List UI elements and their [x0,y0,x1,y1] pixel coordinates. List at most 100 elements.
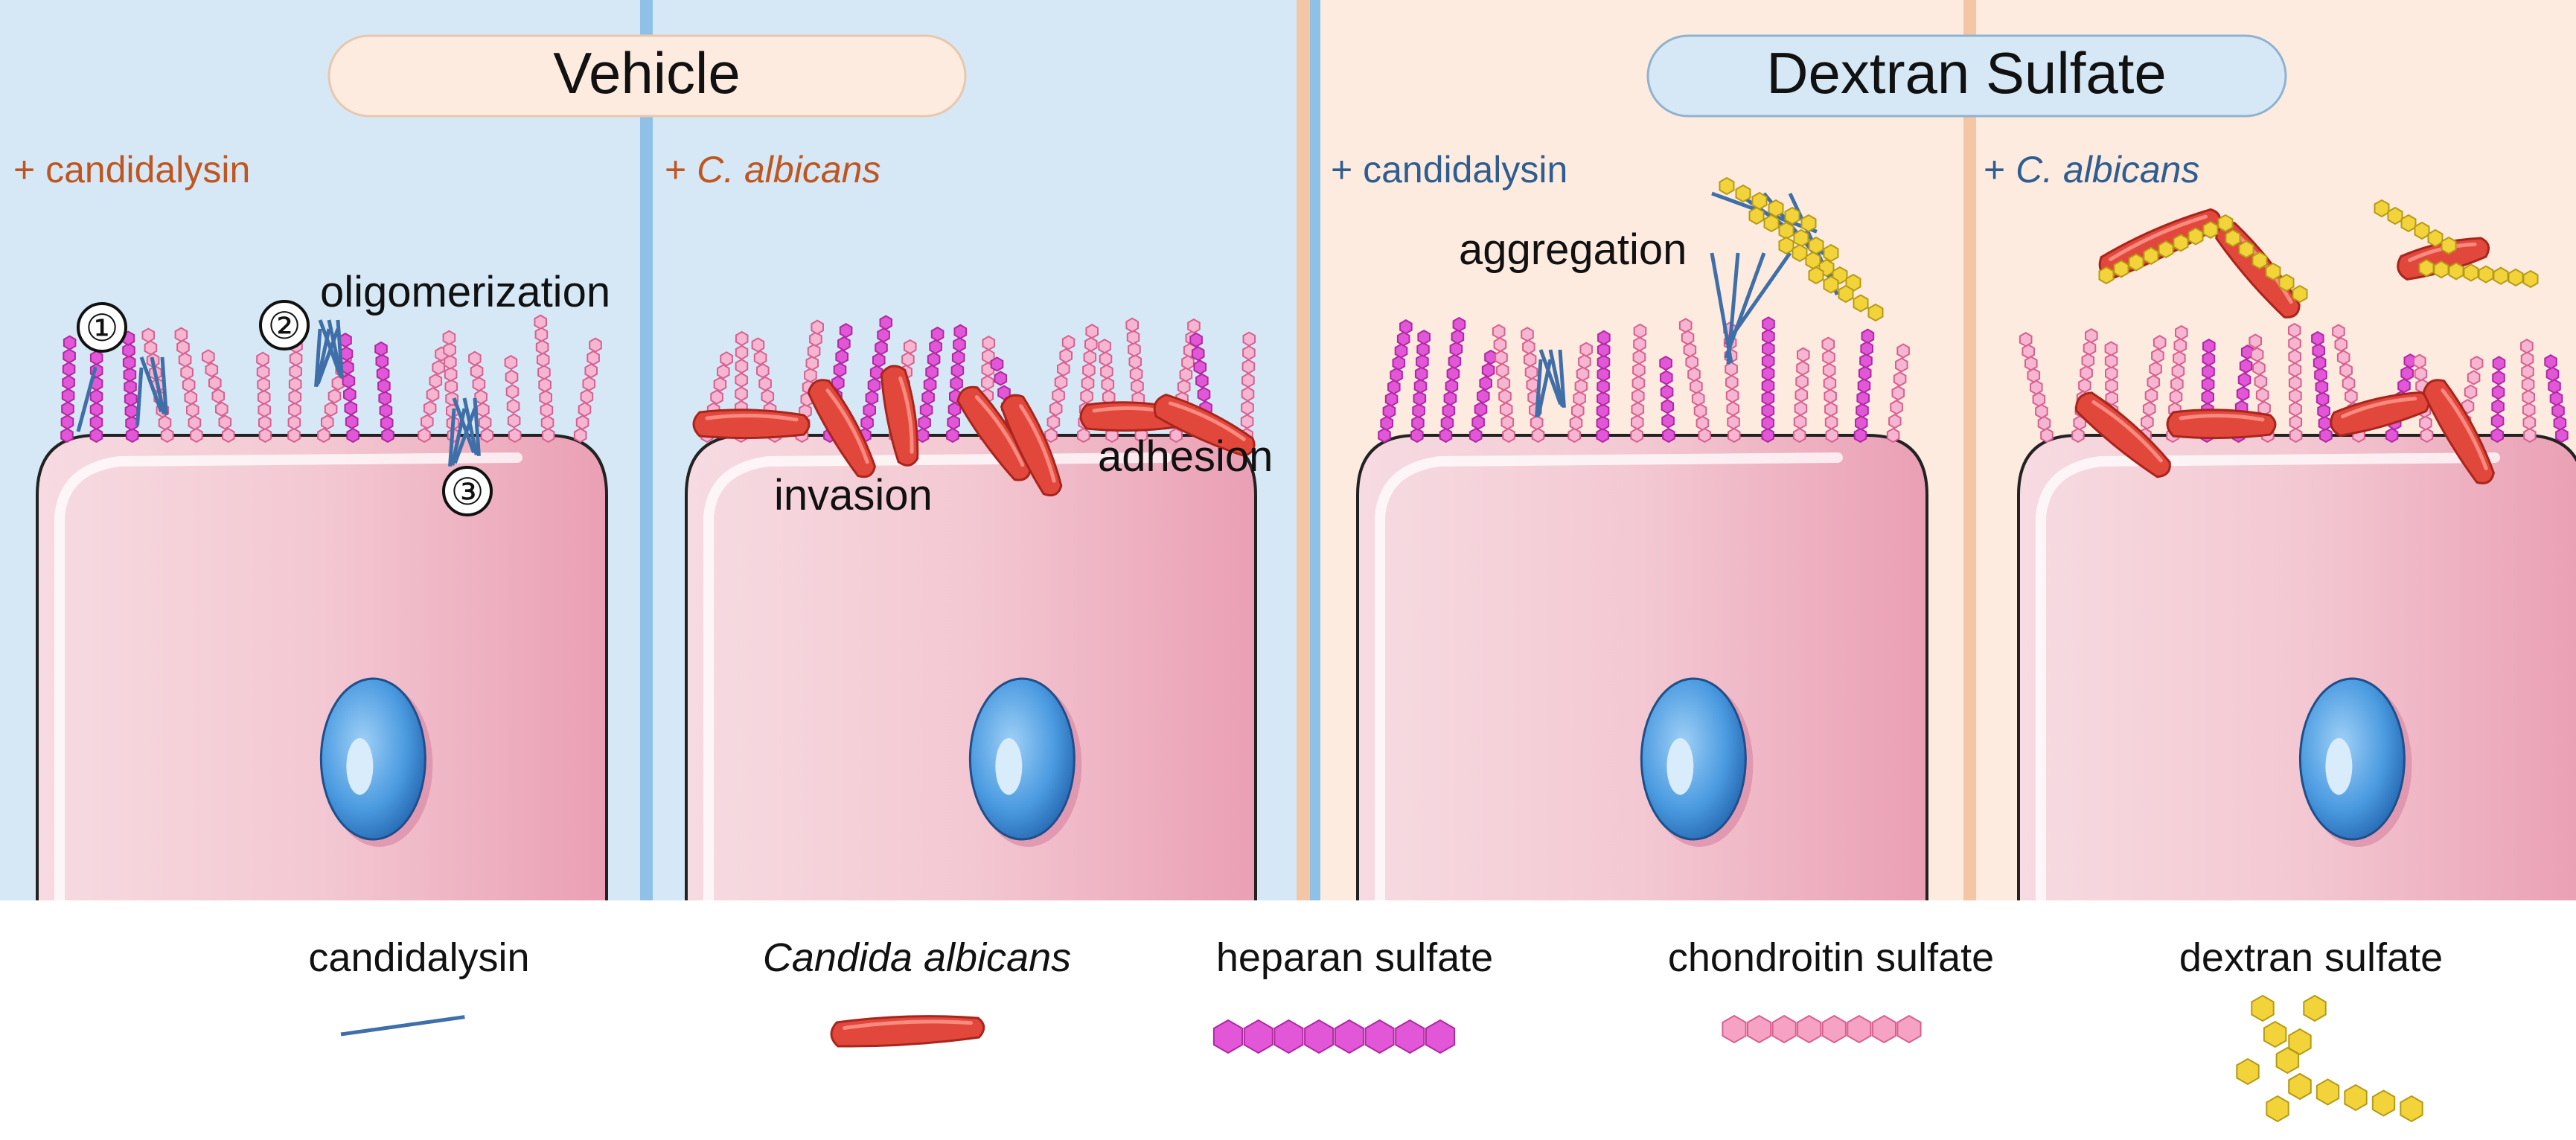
nucleus-icon [2298,677,2406,841]
candidalysin-peptide [1548,349,1565,407]
heparan-sulfate-chain [1378,319,1413,443]
candida-hypha-icon [830,1015,985,1048]
heparan-sulfate-chain [2311,330,2333,443]
candidalysin-peptide [1558,349,1566,408]
candida-hypha [1000,394,1063,497]
nucleus-icon [968,677,1076,841]
legend-label-chondroitin: chondroitin sulfate [1668,935,1994,980]
heparan-sulfate-chain [946,324,968,443]
chondroitin-sulfate-chain [1567,342,1593,443]
legend: candidalysin Candida albicans heparan su… [308,935,2443,1123]
nucleus-icon [319,677,426,841]
candidalysin-peptide [150,356,166,414]
agents-layer [76,176,2539,497]
epithelial-cell [36,434,608,906]
chondroitin-sulfate-chain [2019,332,2054,443]
heparan-sulfate-chain [1596,330,1611,443]
dextran-sulfate-branch-icon [2236,994,2423,1123]
oligomerization-label: oligomerization [320,268,610,316]
candidalysin-peptide [1724,252,1766,359]
divider-dextran-panels [1963,0,1976,900]
aggregation-label: aggregation [1459,225,1687,274]
dextran-sulfate-chain [2418,258,2539,289]
dextran-sulfate-chain [1719,176,1817,233]
epithelial-cell [1356,434,1928,906]
epithelial-cell [2017,434,2576,906]
dextran-sulfate-chain [2098,214,2234,285]
candidalysin-peptide [314,328,322,387]
candidalysin-peptide [316,328,340,385]
heparan-sulfate-chain [339,333,359,443]
legend-label-candida: Candida albicans [763,935,1071,980]
chondroitin-sulfate-chain [1678,318,1711,443]
chondroitin-sulfate-chain [1821,336,1839,443]
heparan-sulfate-chain [1761,316,1775,443]
candidalysin-peptide [340,1015,465,1037]
candidalysin-peptide [327,319,343,377]
chondroitin-sulfate-chain [1240,331,1256,443]
panel3-label: + candidalysin [1331,149,1567,190]
heparan-sulfate-chain [2544,354,2569,443]
chondroitin-sulfate-chain [1044,334,1076,443]
heparan-sulfate-chain [1853,328,1875,443]
candida-hypha [2422,379,2495,484]
legend-label-heparan: heparan sulfate [1216,935,1493,980]
step2-marker: ② [259,300,310,350]
chondroitin-sulfate-chain [504,354,522,443]
heparan-sulfate-chain [2490,356,2506,443]
candidalysin-peptide [1536,359,1553,417]
chondroitin-sulfate-chain [1492,324,1515,443]
chondroitin-sulfate-chain [1630,323,1647,443]
step1-number: ① [86,307,119,349]
candidalysin-peptide [1535,359,1543,417]
divider-vehicle-panels [640,0,653,900]
heparan-sulfate-chain [1439,316,1466,443]
heparan-sulfate-chain-icon [1212,1019,1456,1054]
heparan-sulfate-chain [121,330,139,443]
candidalysin-peptide [135,367,144,426]
dextran-sulfate-chain [1808,266,1884,322]
heparan-sulfate-chain [374,341,394,443]
divider-groups-blue [1310,0,1320,900]
chondroitin-sulfate-chain [573,337,602,443]
candida-hypha [2166,409,2277,440]
epithelial-cell [685,434,1257,906]
chondroitin-sulfate-chain [202,349,235,443]
chondroitin-sulfate-chain-icon [1722,1014,1922,1044]
chondroitin-sulfate-chain [2520,339,2537,443]
dextran-header-pill [1646,34,2287,118]
step1-marker: ① [77,302,127,353]
divider-groups-peach [1297,0,1310,900]
chondroitin-sulfate-chain [2288,322,2303,443]
candidalysin-peptide [139,356,164,413]
candidalysin-peptide [160,356,168,415]
candidalysin-peptide [473,397,481,456]
heparan-sulfate-chain [60,335,77,443]
heparan-sulfate-chain [1659,355,1675,443]
chondroitin-sulfate-chain [1792,347,1810,443]
candidalysin-peptide [453,408,477,464]
candidalysin-peptide [1724,252,1792,346]
heparan-sulfate-chain [1410,329,1431,443]
dextran-sulfate-chain [2374,199,2457,255]
adhesion-label: adhesion [1098,432,1273,481]
candidalysin-peptide [76,366,98,432]
candidalysin-peptide [462,397,479,455]
candida-hypha [880,365,919,467]
candida-hypha [692,409,811,440]
dextran-header-title: Dextran Sulfate [1766,40,2167,106]
panel4-label: + C. albicans [1984,149,2199,190]
panel2-label: + C. albicans [665,149,880,190]
vehicle-header-title: Vehicle [553,40,741,106]
heparan-sulfate-chain [915,326,945,443]
candida-hypha [2075,391,2171,478]
candidalysin-peptide [1538,349,1563,406]
vehicle-header-pill [327,34,967,118]
candida-hypha [807,379,876,478]
epithelial-cells [36,434,2576,906]
panel1-label: + candidalysin [13,149,250,190]
step3-number: ③ [451,471,485,513]
legend-label-candidalysin: candidalysin [308,935,529,980]
